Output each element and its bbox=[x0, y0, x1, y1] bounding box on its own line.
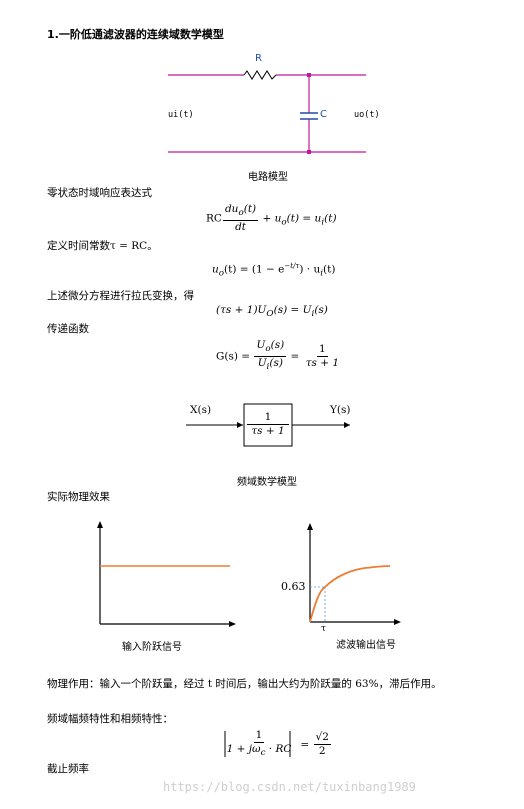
resistor-label: R bbox=[255, 53, 262, 64]
junction-node-top bbox=[307, 73, 311, 77]
paragraph-time-constant: 定义时间常数τ = RC。 bbox=[47, 240, 158, 252]
resistor-symbol bbox=[243, 70, 277, 80]
input-voltage-label: ui(t) bbox=[168, 110, 194, 120]
equation-time-response: uo(t) = (1 − e−t/τ) · ui(t) bbox=[212, 262, 336, 279]
plot-063-label: 0.63 bbox=[281, 580, 306, 593]
paragraph-transfer-function: 传递函数 bbox=[47, 323, 89, 335]
output-voltage-label: uo(t) bbox=[354, 110, 380, 120]
block-output-label: Y(s) bbox=[330, 404, 351, 416]
circuit-caption: 电路模型 bbox=[248, 172, 288, 183]
block-caption: 频域数学模型 bbox=[237, 477, 297, 488]
paragraph-physical-effect: 实际物理效果 bbox=[47, 491, 110, 503]
right-plot-caption: 滤波输出信号 bbox=[336, 640, 396, 651]
paragraph-physical-role: 物理作用：输入一个阶跃量，经过 t 时间后，输出大约为阶跃量的 63%，滞后作用… bbox=[47, 678, 442, 690]
junction-node-bottom bbox=[307, 150, 311, 154]
equation-laplace: (τs + 1)UO(s) = Ui(s) bbox=[216, 304, 328, 320]
exponential-response-curve bbox=[309, 565, 391, 623]
plot-tau-label: τ bbox=[321, 624, 326, 634]
section-heading: 1.一阶低通滤波器的连续域数学模型 bbox=[47, 28, 224, 41]
paragraph-zero-state: 零状态时域响应表达式 bbox=[47, 187, 152, 199]
block-transfer-fraction: 1 τs + 1 bbox=[247, 411, 289, 438]
block-input-label: X(s) bbox=[190, 404, 212, 416]
paragraph-frequency-response: 频域幅频特性和相频特性： bbox=[47, 713, 173, 725]
watermark: https://blog.csdn.net/tuxinbang1989 bbox=[163, 780, 416, 794]
capacitor-label: C bbox=[320, 109, 327, 120]
paragraph-cutoff-frequency: 截止频率 bbox=[47, 763, 89, 775]
left-plot-caption: 输入阶跃信号 bbox=[122, 642, 182, 653]
paragraph-laplace: 上述微分方程进行拉氏变换，得 bbox=[47, 290, 194, 302]
